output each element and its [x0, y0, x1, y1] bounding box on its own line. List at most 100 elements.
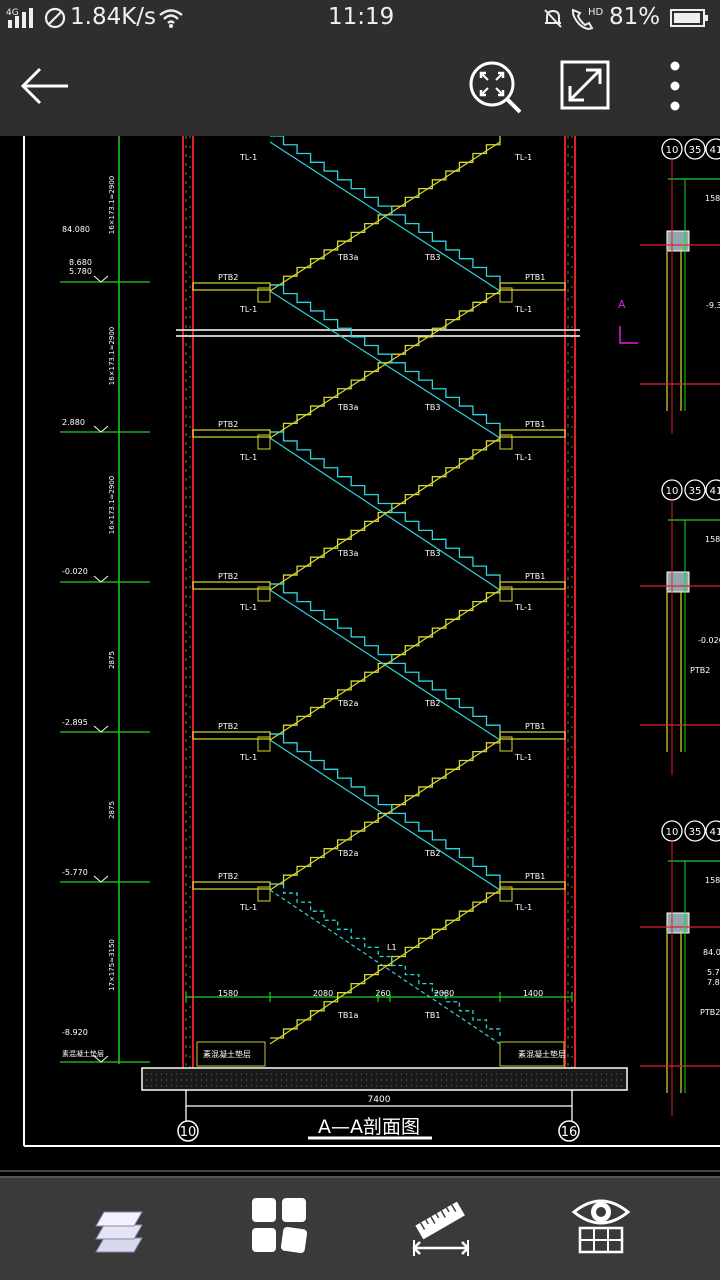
wall-hatch: [185, 136, 573, 1068]
landing-right: [499, 881, 566, 890]
detail-axis-label: 10: [666, 827, 679, 838]
vertical-dim-label: 17×175≈3150: [108, 939, 116, 991]
landing-left: [192, 282, 271, 291]
flight-label-b: TB3: [424, 549, 440, 558]
battery-percent: 81%: [609, 4, 661, 30]
tl-beam-left: [257, 434, 271, 450]
stair-flight-cyan: [270, 883, 501, 1038]
no-sim-icon: [44, 7, 66, 29]
zoom-fit-icon[interactable]: [468, 60, 524, 116]
landing-left-label: PTB2: [218, 572, 238, 581]
network-type: 4G: [6, 8, 19, 18]
hd-label: HD: [588, 7, 604, 18]
layout-grid-icon[interactable]: [250, 1196, 308, 1254]
dim-bottom-label: 2080: [313, 989, 333, 998]
beam-label-l1: L1: [387, 943, 397, 952]
stair-flight-cyan: [270, 733, 501, 884]
dim-bottom-label: 2080: [434, 989, 454, 998]
detail-axis-label: 35: [689, 486, 702, 497]
tl-beam-left: [257, 287, 271, 303]
flight-label-a: TB3a: [337, 253, 358, 262]
stair-slab-cyan: [269, 739, 501, 891]
back-arrow-icon[interactable]: [20, 66, 70, 106]
detail-axis-bubble: [684, 138, 706, 160]
detail-axis-label: 10: [666, 145, 679, 156]
elevation-label: 84.080: [62, 225, 90, 234]
beam-label-left: TL-1: [239, 453, 257, 462]
detail-axis-label: 41: [710, 486, 720, 497]
axis-right-label: 16: [561, 1125, 578, 1140]
more-options-icon[interactable]: [664, 60, 686, 114]
landing-left: [192, 581, 271, 590]
beam-label-right: TL-1: [514, 305, 532, 314]
landing-left-label: PTB2: [218, 420, 238, 429]
tl-beam-right: [499, 886, 513, 902]
measure-ruler-icon[interactable]: [410, 1196, 472, 1258]
layers-icon[interactable]: [90, 1198, 148, 1256]
axis-bubble-right: [558, 1120, 580, 1142]
elevation-label: 8.680: [69, 258, 92, 267]
landing-left: [192, 429, 271, 438]
elevation-label: -8.920: [62, 1028, 88, 1037]
flight-label-a: TB3a: [337, 549, 358, 558]
stair-flight-yellow: [270, 584, 501, 735]
detail-axis-label: 35: [689, 827, 702, 838]
detail-column: [666, 571, 690, 593]
stair-slab-cyan: [269, 290, 501, 439]
marker-a-corner: [619, 326, 638, 344]
vertical-dim-label: 2875: [108, 651, 116, 669]
landing-left: [192, 731, 271, 740]
signal-icon: 4G: [6, 8, 33, 28]
foundation: [141, 1041, 628, 1091]
ground-note: 素混凝土垫层: [62, 1049, 104, 1058]
fullscreen-icon[interactable]: [560, 60, 610, 110]
stair-slab-cyan: [269, 141, 501, 292]
detail-elev-label: -9.360: [706, 301, 720, 310]
detail-dim-label: 1580: [705, 535, 720, 544]
beam-label-right: TL-1: [514, 453, 532, 462]
landing-right-label: PTB1: [525, 872, 545, 881]
beam-label-right: TL-1: [514, 603, 532, 612]
landing-right: [499, 581, 566, 590]
beam-label-left: TL-1: [239, 753, 257, 762]
marker-a: A: [618, 298, 626, 311]
break-line: [176, 329, 580, 337]
network-speed: 1.84K/s: [70, 4, 157, 30]
detail-ptb-label: PTB2: [700, 1008, 720, 1017]
dim-bottom-label: 1580: [218, 989, 238, 998]
beam-label-left: TL-1: [239, 305, 257, 314]
overall-dimension: [185, 1090, 573, 1122]
level-marker: [93, 725, 109, 733]
view-eye-icon[interactable]: [570, 1194, 632, 1256]
detail-axis-bubble: [684, 479, 706, 501]
section-title: A—A剖面图: [318, 1116, 420, 1138]
tl-beam-right: [499, 434, 513, 450]
clock: 11:19: [328, 4, 395, 30]
total-width-label: 7400: [368, 1095, 391, 1105]
dim-bottom-label: 260: [375, 989, 390, 998]
tl-beam-right: [499, 287, 513, 303]
detail-column: [666, 230, 690, 252]
detail-axis-bubble: [705, 479, 720, 501]
beam-label-left: TL-1: [239, 153, 257, 162]
beam-label-left: TL-1: [239, 903, 257, 912]
stair-flight-yellow: [270, 285, 501, 433]
landing-left-label: PTB2: [218, 722, 238, 731]
elevation-label: -5.770: [62, 868, 88, 877]
detail-axis-bubble: [705, 820, 720, 842]
beam-label-right: TL-1: [514, 903, 532, 912]
battery-icon: [670, 9, 708, 27]
stair-flight-cyan: [270, 284, 501, 432]
detail-elev-label: -0.020: [698, 636, 720, 645]
detail-axis-label: 10: [666, 486, 679, 497]
vertical-dim-label: 16×173.1≈2900: [108, 176, 116, 235]
landing-left-label: PTB2: [218, 273, 238, 282]
level-marker: [93, 875, 109, 883]
top-toolbar: [0, 36, 720, 136]
walls: [182, 136, 576, 1068]
flight-label-a: TB2a: [337, 699, 358, 708]
flight-label-b: TB1: [424, 1011, 440, 1020]
landing-right: [499, 429, 566, 438]
